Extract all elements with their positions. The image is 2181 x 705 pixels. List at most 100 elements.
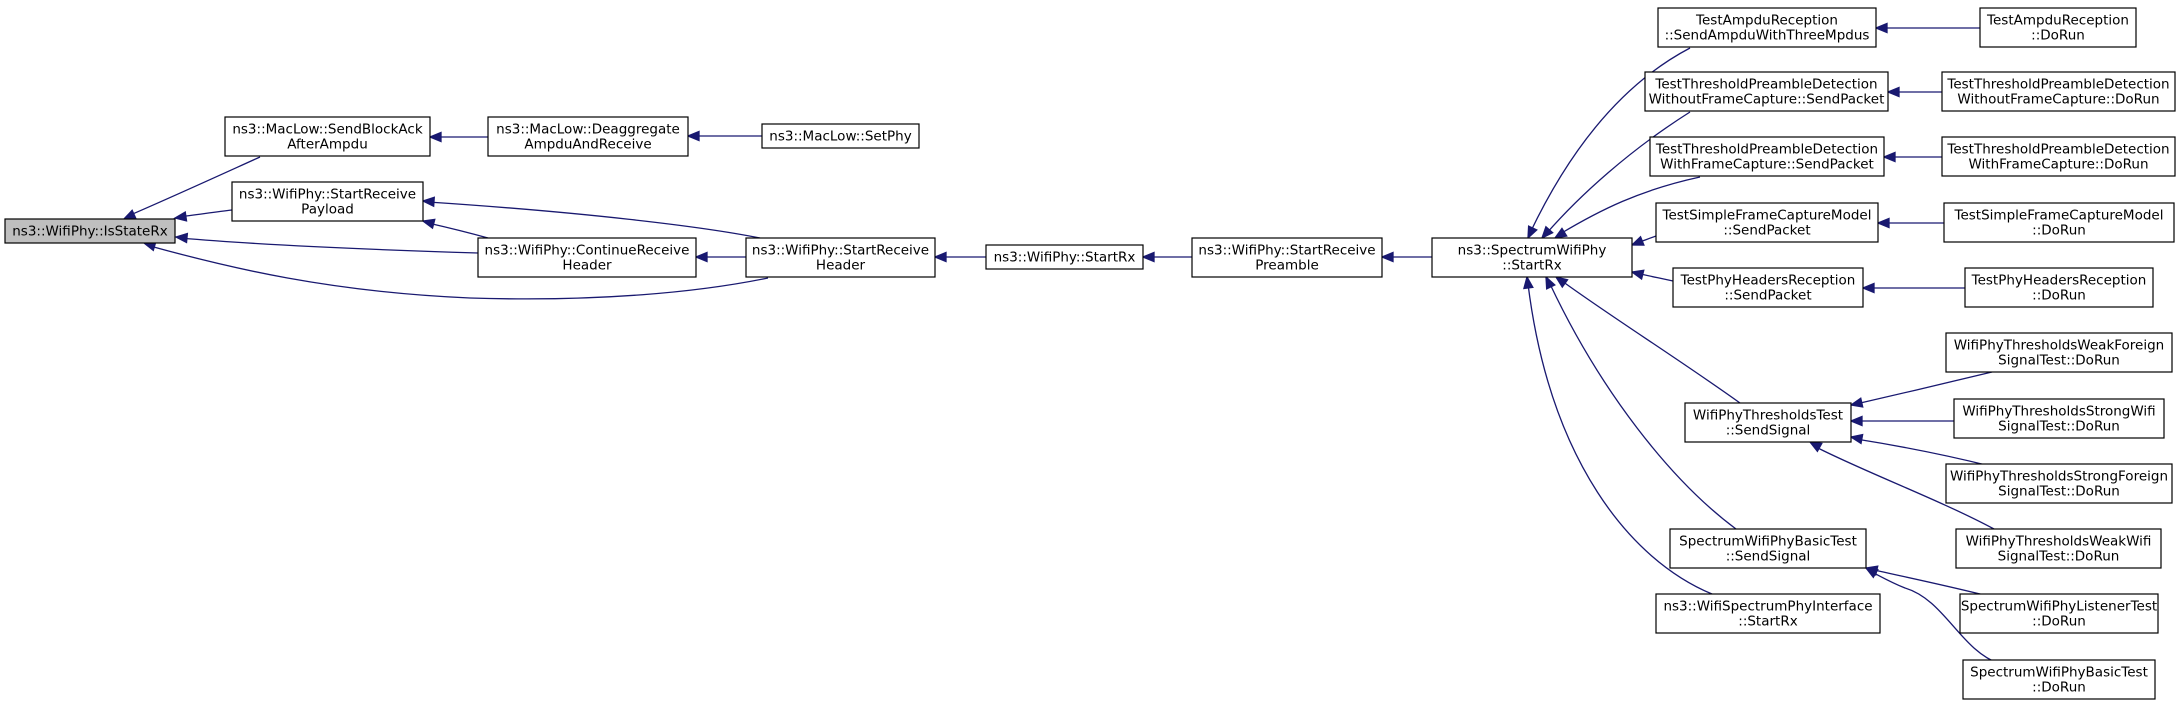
arrow-head-icon [694,251,708,263]
node-thresholdssend[interactable]: WifiPhyThresholdsTest::SendSignal [1684,402,1852,443]
edge-line [1867,569,2001,665]
node-box [1649,136,1885,177]
arrow-head-icon [1553,227,1568,239]
edge-ampdusend-to-spectrumstartrx [1527,47,1691,240]
edge-startrecvpreamble-to-wifiphystartrx [1141,251,1193,263]
edge-line [1561,280,1741,404]
node-label: ns3::MacLow::SendBlockAck [232,122,422,138]
node-label: Payload [301,202,354,218]
edge-weakforeign-to-thresholdssend [1849,371,1993,408]
node-label: ns3::WifiPhy::StartRx [994,250,1136,266]
node-box [1959,593,2159,634]
node-label: TestThresholdPreambleDetection [1654,77,1877,93]
node-label: ::DoRun [2032,223,2086,239]
node-listenerdorun[interactable]: SpectrumWifiPhyListenerTest::DoRun [1959,593,2159,634]
node-weakforeign[interactable]: WifiPhyThresholdsWeakForeignSignalTest::… [1945,332,2173,373]
node-box [1657,7,1877,48]
node-weakwifi[interactable]: WifiPhyThresholdsWeakWifiSignalTest::DoR… [1955,528,2162,569]
node-capturesend[interactable]: TestSimpleFrameCaptureModel::SendPacket [1655,202,1879,243]
node-box [1962,659,2156,700]
node-box [487,116,689,157]
edge-capturesend-to-spectrumstartrx [1630,235,1657,246]
node-threshwithsend[interactable]: TestThresholdPreambleDetectionWithFrameC… [1649,136,1885,177]
node-strongforeign[interactable]: WifiPhyThresholdsStrongForeignSignalTest… [1945,463,2173,504]
arrow-head-icon [173,210,188,222]
node-label: AmpduAndReceive [524,137,651,153]
node-label: ::SendPacket [1724,288,1811,304]
node-label: SpectrumWifiPhyBasicTest [1679,534,1857,550]
edge-capturedorun-to-capturesend [1876,217,1945,229]
node-threshwithoutsend[interactable]: TestThresholdPreambleDetectionWithoutFra… [1644,71,1889,112]
edge-listenerdorun-to-basicsend [1864,565,1989,597]
edge-threshwithdorun-to-threshwithsend [1882,151,1942,163]
node-ampdudorun[interactable]: TestAmpduReception::DoRun [1979,7,2137,48]
node-ampdusend[interactable]: TestAmpduReception::SendAmpduWithThreeMp… [1657,7,1877,48]
edge-line [1529,47,1691,234]
edge-spectrumstartrx-to-startrecvpreamble [1380,251,1433,263]
node-label: ::SendSignal [1726,549,1811,565]
edge-line [1869,568,1989,597]
node-label: Header [816,258,866,274]
edge-line [179,237,479,254]
arrow-head-icon [1864,567,1879,579]
edge-strongwifi-to-thresholdssend [1849,415,1955,427]
node-box [1979,7,2137,48]
node-label: WithoutFrameCapture::SendPacket [1649,92,1885,108]
node-label: ns3::WifiPhy::StartReceive [752,243,929,259]
node-label: TestPhyHeadersReception [1680,273,1856,289]
edge-threshwithoutsend-to-spectrumstartrx [1540,111,1691,240]
arrow-head-icon [686,130,700,142]
edge-ampdudorun-to-ampdusend [1874,22,1980,34]
node-isstaterx[interactable]: ns3::WifiPhy::IsStateRx [4,218,176,244]
edge-threshwithoutdorun-to-threshwithoutsend [1886,86,1942,98]
node-label: ::DoRun [2032,288,2086,304]
edge-headerssend-to-spectrumstartrx [1630,269,1674,282]
node-wifiphystartrx[interactable]: ns3::WifiPhy::StartRx [985,244,1144,270]
arrow-head-icon [421,218,436,230]
node-label: WifiPhyThresholdsStrongWifi [1962,404,2155,420]
edge-basicdorun-to-basicsend [1864,567,2001,665]
node-strongwifi[interactable]: WifiPhyThresholdsStrongWifiSignalTest::D… [1953,398,2165,439]
node-label: SpectrumWifiPhyListenerTest [1961,599,2157,615]
node-label: ::DoRun [2032,614,2086,630]
node-interfacestartrx[interactable]: ns3::WifiSpectrumPhyInterface::StartRx [1655,593,1881,634]
node-box [1644,71,1889,112]
node-box [1964,267,2154,308]
node-box [1945,332,2173,373]
edge-wifiphystartrx-to-startrecvheader [933,251,987,263]
node-setphy[interactable]: ns3::MacLow::SetPhy [761,123,920,149]
node-label: SignalTest::DoRun [1998,484,2120,500]
node-headerssend[interactable]: TestPhyHeadersReception::SendPacket [1672,267,1864,308]
node-label: ns3::WifiPhy::ContinueReceive [485,243,690,259]
arrow-head-icon [1554,275,1569,289]
node-label: AfterAmpdu [287,137,368,153]
node-box [224,116,431,157]
node-box [1655,593,1881,634]
node-label: WithoutFrameCapture::DoRun [1957,92,2159,108]
node-label: ::DoRun [2031,28,2085,44]
node-capturedorun[interactable]: TestSimpleFrameCaptureModel::DoRun [1943,202,2175,243]
node-box [1955,528,2162,569]
edge-strongforeign-to-thresholdssend [1849,433,1991,467]
node-box [985,244,1144,270]
node-basicdorun[interactable]: SpectrumWifiPhyBasicTest::DoRun [1962,659,2156,700]
node-spectrumstartrx[interactable]: ns3::SpectrumWifiPhy::StartRx [1431,237,1633,278]
edge-startrecvheader-to-startrecvpayload [421,196,761,239]
arrow-head-icon [1849,397,1864,408]
node-label: WifiPhyThresholdsTest [1693,408,1843,424]
arrow-head-icon [933,251,947,263]
node-box [1672,267,1864,308]
node-basicsend[interactable]: SpectrumWifiPhyBasicTest::SendSignal [1669,528,1867,569]
arrow-head-icon [1380,251,1394,263]
arrow-head-icon [1849,415,1863,427]
node-label: TestThresholdPreambleDetection [1946,77,2169,93]
node-threshwithoutdorun[interactable]: TestThresholdPreambleDetectionWithoutFra… [1941,71,2176,112]
node-headersdorun[interactable]: TestPhyHeadersReception::DoRun [1964,267,2154,308]
node-threshwithdorun[interactable]: TestThresholdPreambleDetectionWithFrameC… [1941,136,2176,177]
